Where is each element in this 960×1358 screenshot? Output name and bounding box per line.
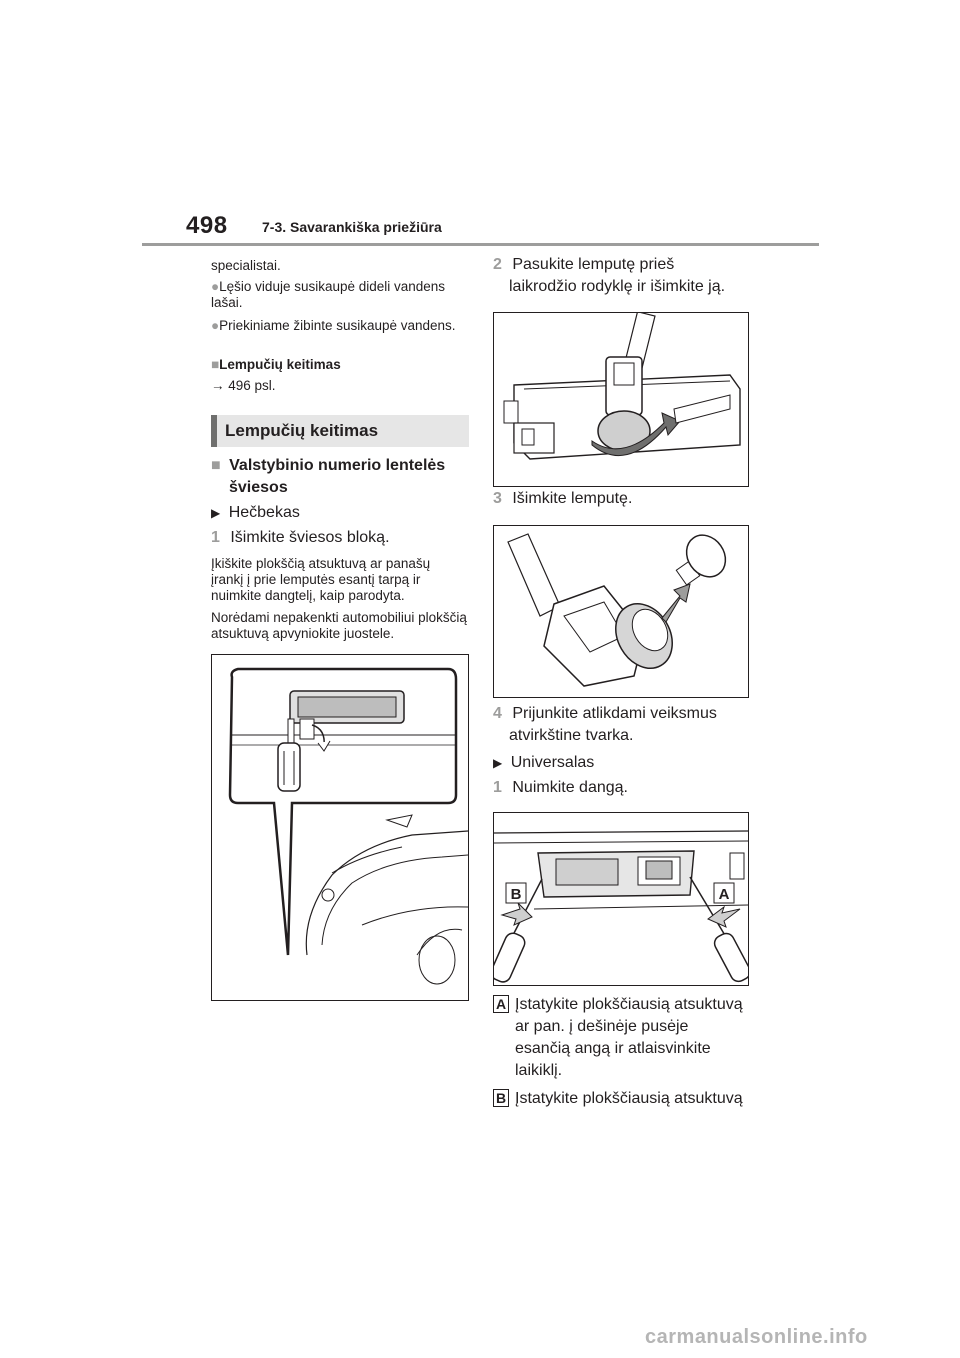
step-text: Išimkite šviesos bloką. [230,529,390,546]
figure-bulb-rotate [493,312,749,487]
step-text: Išimkite lemputę. [512,490,633,507]
square-bullet-icon: ■ [211,357,220,372]
variant-hatchback: ▶ Hečbekas [211,502,300,524]
header-rule [142,243,819,246]
triangle-right-icon: ▶ [493,756,503,770]
subhead-text: Lempučių keitimas [219,357,341,372]
variant-text: Hečbekas [228,504,300,521]
instruction-b: B Įstatykite plokščiausią atsuktuvą [493,1088,743,1110]
wagon-step-1: 1 Nuimkite dangą. [493,777,628,799]
note-2: Norėdami nepakenkti automobiliui plokšči… [211,610,467,641]
label-b-box: B [493,1089,509,1107]
step-number: 3 [493,490,502,507]
instruction-a-line3: esančią angą ir atlaisvinkite [515,1040,711,1057]
reference-text: 496 psl. [228,378,276,393]
note-1: Įkiškite plokščią atsuktuvą ar panašų įr… [211,556,431,603]
variant-wagon: ▶ Universalas [493,752,594,774]
arrow-right-icon: → [211,378,225,393]
main-heading-line1: Valstybinio numerio lentelės [229,457,446,474]
step-text-line1: Pasukite lemputę prieš [512,256,675,273]
instruction-b-text: Įstatykite plokščiausią atsuktuvą [515,1090,743,1107]
figure-hatchback-license-light [211,654,469,1001]
figure-wagon-cover: B A [493,812,749,986]
step-2: 2 Pasukite lemputę prieš laikrodžio rody… [493,254,725,298]
step-text-line2: laikrodžio rodyklę ir išimkite ją. [509,278,726,295]
step-text-line1: Prijunkite atlikdami veiksmus [512,705,717,722]
section-heading-text: Lempučių keitimas [225,421,379,440]
step-1: 1 Išimkite šviesos bloką. [211,527,390,549]
main-heading: ■ Valstybinio numerio lentelės šviesos [211,455,445,499]
bullet-dot-icon: ● [211,279,220,294]
step-text: Nuimkite dangą. [512,779,628,796]
bullet-text: Lęšio viduje susikaupė dideli vandens la… [211,279,446,310]
subhead: ■Lempučių keitimas [211,357,341,373]
bullet-item-1: ●Lęšio viduje susikaupė dideli vandens l… [211,279,469,311]
step-number: 1 [211,529,220,546]
fig-label-a: A [719,886,730,903]
intro-text: specialistai. [211,258,281,273]
step-3: 3 Išimkite lemputę. [493,488,632,510]
instruction-a-line2: ar pan. į dešinėje pusėje [515,1018,689,1035]
figure-bulb-remove [493,525,749,698]
bullet-dot-icon: ● [211,318,220,333]
square-bullet-icon: ■ [211,457,221,474]
step-4: 4 Prijunkite atlikdami veiksmus atvirkšt… [493,703,717,747]
instruction-a-line1: Įstatykite plokščiausią atsuktuvą [515,996,743,1013]
section-title: 7-3. Savarankiška priežiūra [262,219,442,235]
page-number: 498 [186,212,228,239]
variant-text: Universalas [510,754,595,771]
section-heading-bar [211,415,217,447]
fig-label-b: B [511,886,522,903]
page-reference[interactable]: → 496 psl. [211,378,276,394]
step-number: 1 [493,779,502,796]
label-a-box: A [493,995,509,1013]
watermark: carmanualsonline.info [645,1326,868,1348]
triangle-right-icon: ▶ [211,506,221,520]
bullet-text: Priekiniame žibinte susikaupė vandens. [219,318,456,333]
step-text-line2: atvirkštine tvarka. [509,727,634,744]
instruction-a: A Įstatykite plokščiausią atsuktuvą ar pa… [493,994,743,1082]
bullet-item-2: ●Priekiniame žibinte susikaupė vandens. [211,318,461,334]
step-number: 4 [493,705,502,722]
main-heading-line2: šviesos [229,479,288,496]
section-heading-box: Lempučių keitimas [211,415,469,447]
step-number: 2 [493,256,502,273]
instruction-a-line4: laikiklį. [515,1062,563,1079]
